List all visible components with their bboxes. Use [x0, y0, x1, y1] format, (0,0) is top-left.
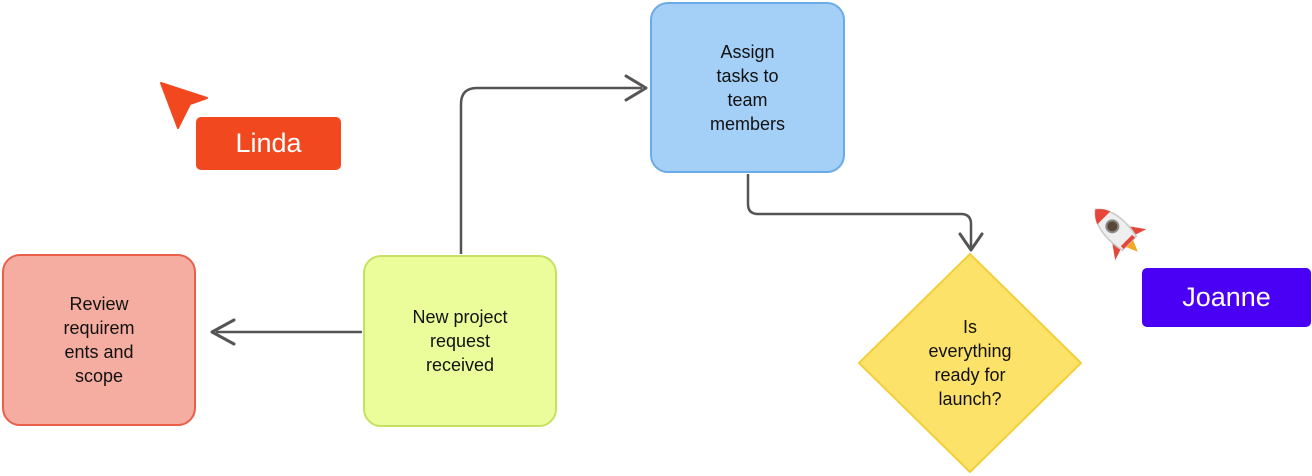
connector-new-to-assign [459, 86, 642, 254]
decision-diamond-shape [858, 253, 1082, 473]
pointer-arrow-icon [160, 82, 208, 129]
arrowhead-assign [624, 74, 648, 102]
collaborator-linda-label: Linda [196, 117, 341, 170]
assign-tasks-label: Assign tasks to team members [709, 41, 785, 134]
review-requirements-node[interactable]: Review requirem ents and scope [2, 254, 196, 426]
new-project-request-label: New project request received [412, 307, 508, 375]
launch-ready-decision-node[interactable]: Is everything ready for launch? [858, 253, 1082, 473]
rocket-icon [1094, 208, 1147, 261]
collaborator-joanne-label: Joanne [1142, 268, 1311, 327]
review-requirements-label: Review requirem ents and scope [63, 294, 135, 386]
new-project-request-node[interactable]: New project request received [363, 255, 557, 427]
arrowhead-decision [958, 232, 984, 252]
arrowhead-review [210, 318, 236, 346]
assign-tasks-node[interactable]: Assign tasks to team members [650, 2, 845, 173]
connector-assign-to-decision [746, 174, 973, 248]
launch-ready-decision-label: Is everything ready for launch? [928, 317, 1012, 409]
